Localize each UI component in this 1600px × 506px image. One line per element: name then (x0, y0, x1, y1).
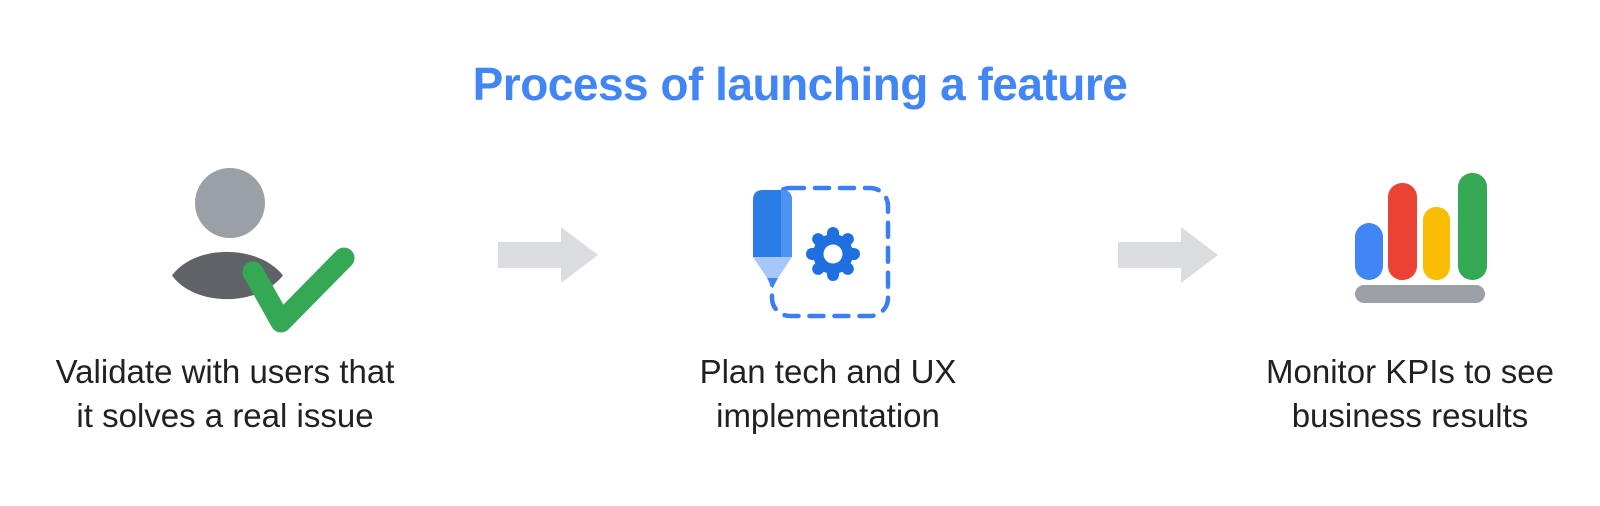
step-3-icon (1350, 168, 1500, 308)
arrow-right-icon (498, 227, 598, 283)
person-head (195, 168, 265, 238)
gear-icon (806, 227, 860, 281)
connector-arrow-1 (498, 227, 598, 283)
step-1-caption-line-2: it solves a real issue (76, 397, 374, 434)
pencil-gear-plan-icon (753, 185, 891, 319)
bar-yellow (1423, 207, 1450, 280)
step-1-caption: Validate with users that it solves a rea… (25, 350, 425, 438)
step-1-icon (170, 162, 356, 337)
check-mark (242, 247, 355, 333)
arrow-right-icon (1118, 227, 1218, 283)
step-3-caption-line-1: Monitor KPIs to see (1266, 353, 1554, 390)
page-title: Process of launching a feature (472, 58, 1128, 110)
user-check-icon (172, 168, 355, 333)
pencil-highlight (781, 190, 792, 257)
chart-base (1355, 285, 1485, 303)
step-2-caption: Plan tech and UX implementation (648, 350, 1008, 438)
bar-green (1458, 173, 1487, 280)
step-3-caption-line-2: business results (1291, 397, 1529, 434)
step-2-icon (745, 170, 895, 322)
connector-arrow-2 (1118, 227, 1218, 283)
step-2-caption-line-1: Plan tech and UX (699, 353, 957, 390)
pencil-wood (753, 257, 792, 278)
bar-blue (1355, 223, 1383, 280)
step-3-caption: Monitor KPIs to see business results (1220, 350, 1600, 438)
bar-red (1388, 183, 1417, 280)
pencil-tip (767, 278, 778, 289)
step-1-caption-line-1: Validate with users that (55, 353, 395, 390)
step-2-caption-line-2: implementation (716, 397, 940, 434)
bar-chart-icon (1355, 173, 1487, 303)
